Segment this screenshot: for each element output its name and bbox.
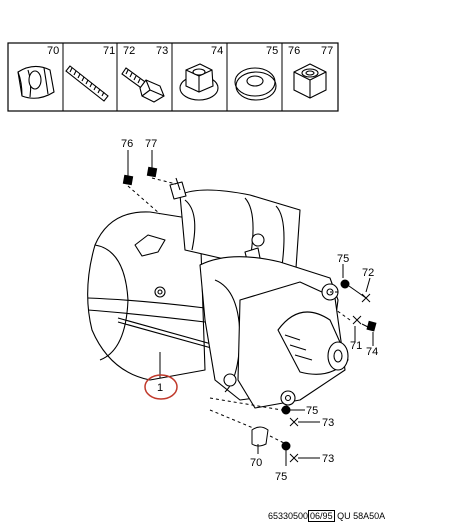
flat-washer-icon	[234, 67, 277, 101]
hex-nut-icon	[293, 63, 327, 99]
legend-label-77: 77	[321, 45, 333, 57]
threaded-stud-icon	[65, 65, 109, 102]
callout-75-sleeve: 75	[275, 471, 287, 483]
legend-label-76: 76	[288, 45, 300, 57]
callout-73-sleeve: 73	[322, 453, 334, 465]
tapered-sleeve-icon	[17, 65, 55, 99]
legend-label-71: 71	[103, 45, 115, 57]
callout-75-right: 75	[337, 253, 349, 265]
hex-bolt-icon	[121, 67, 165, 103]
fasteners	[122, 150, 377, 466]
drawing-ref: QU 58A50A	[337, 511, 386, 521]
callout-72-right: 72	[362, 267, 374, 279]
legend-label-75: 75	[266, 45, 278, 57]
parts-legend: 70 71 72 73 74 75 76 77	[7, 42, 339, 112]
starter-motor	[87, 177, 349, 409]
callout-73-bottom: 73	[322, 417, 334, 429]
callout-70: 70	[250, 457, 262, 469]
legend-label-70: 70	[47, 45, 59, 57]
flanged-nut-icon	[179, 63, 219, 101]
legend-label-72: 72	[123, 45, 135, 57]
legend-label-73: 73	[156, 45, 168, 57]
callout-77: 77	[145, 138, 157, 150]
callout-1: 1	[157, 382, 163, 394]
drawing-code: 65330500	[268, 511, 309, 521]
drawing-date: 06/95	[308, 510, 335, 522]
highlight-circle	[144, 374, 178, 400]
callout-labels: 76 77 75 72 71 74 1 75 73 70 75 73	[121, 138, 378, 483]
callout-75-bottom: 75	[306, 405, 318, 417]
legend-label-74: 74	[211, 45, 223, 57]
callout-76: 76	[121, 138, 133, 150]
callout-71-right: 71	[350, 340, 362, 352]
callout-74-right: 74	[366, 346, 378, 358]
